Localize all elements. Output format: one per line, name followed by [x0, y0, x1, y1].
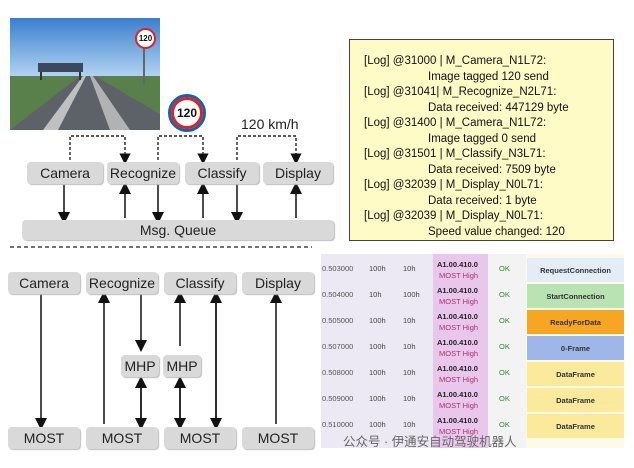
trace-tag: MOST High: [439, 349, 479, 358]
trace-event: RequestConnection: [527, 258, 624, 282]
trace-event: StartConnection: [527, 284, 624, 308]
most-box-recognize: MOST: [86, 427, 158, 449]
log-line: [Log] @31400 | M_Camera_N1L72:: [364, 117, 547, 129]
mhp-box-recognize: MHP: [121, 355, 159, 377]
trace-event: DataFrame: [527, 362, 624, 386]
top-classify-box: Classify: [185, 162, 259, 184]
trace-status: OK: [499, 420, 510, 429]
trace-status: OK: [499, 264, 510, 273]
watermark: 公众号 · 伊通安自动驾驶机器人: [343, 435, 517, 449]
trace-id: A1.00.410.0: [437, 364, 478, 373]
trace-dest: 10h: [403, 420, 416, 429]
trace-time: 0.510000: [322, 420, 354, 429]
most-box-display: MOST: [242, 427, 314, 449]
trace-dest: 10h: [403, 342, 416, 351]
trace-event: 0-Frame: [527, 336, 624, 360]
trace-status: OK: [499, 290, 510, 299]
message-queue-box: Msg. Queue: [22, 220, 334, 240]
trace-col-bg-ok: [488, 254, 526, 448]
trace-dest: 10h: [403, 316, 416, 325]
trace-time: 0.505000: [322, 316, 354, 325]
trace-event: DataFrame: [527, 414, 624, 438]
trace-dest: 10h: [403, 264, 416, 273]
trace-id: A1.00.410.0: [437, 260, 478, 269]
log-line: Data received: 7509 byte: [428, 163, 556, 176]
trace-dest: 10h: [403, 368, 416, 377]
speed-sign-photo-value: 120: [138, 34, 153, 43]
trace-status: OK: [499, 394, 510, 403]
bottom-recognize-box: Recognize: [86, 272, 158, 294]
trace-source: 100h: [369, 420, 386, 429]
log-line: [Log] @32039 | M_Display_N0L71:: [364, 210, 543, 222]
trace-tag: MOST High: [439, 271, 479, 280]
trace-source: 10h: [369, 290, 382, 299]
trace-tag: MOST High: [439, 375, 479, 384]
road-photo: [10, 18, 160, 130]
bottom-camera-box: Camera: [8, 272, 80, 294]
speed-sign-classified-value: 120: [176, 106, 198, 120]
trace-dest: 10h: [403, 394, 416, 403]
trace-status: OK: [499, 342, 510, 351]
trace-id: A1.00.410.0: [437, 286, 478, 295]
log-line: Speed value changed: 120: [428, 225, 565, 238]
trace-source: 100h: [369, 368, 386, 377]
trace-col-bg-left: [321, 254, 433, 448]
most-box-camera: MOST: [8, 427, 80, 449]
trace-time: 0.503000: [322, 264, 354, 273]
log-line: [Log] @31041| M_Recognize_N2L71:: [364, 86, 557, 98]
log-line: [Log] @32039 | M_Display_N0L71:: [364, 179, 543, 191]
trace-tag: MOST High: [439, 427, 479, 436]
top-recognize-box: Recognize: [107, 162, 179, 184]
trace-time: 0.509000: [322, 394, 354, 403]
mhp-box-classify: MHP: [163, 355, 201, 377]
trace-source: 100h: [369, 264, 386, 273]
log-line: [Log] @31000 | M_Camera_N1L72:: [364, 55, 547, 67]
trace-id: A1.00.410.0: [437, 416, 478, 425]
log-line: Image tagged 0 send: [428, 132, 537, 145]
trace-event: ReadyForData: [527, 310, 624, 334]
bottom-display-box: Display: [242, 272, 314, 294]
speed-label: 120 km/h: [241, 116, 299, 132]
trace-source: 100h: [369, 342, 386, 351]
trace-status: OK: [499, 368, 510, 377]
trace-time: 0.504000: [322, 290, 354, 299]
speed-sign-photo: 120: [135, 28, 156, 49]
trace-tag: MOST High: [439, 401, 479, 410]
trace-time: 0.508000: [322, 368, 354, 377]
trace-source: 100h: [369, 394, 386, 403]
trace-id: A1.00.410.0: [437, 312, 478, 321]
log-panel: [Log] @31000 | M_Camera_N1L72: Image tagg…: [349, 39, 614, 241]
trace-source: 100h: [369, 316, 386, 325]
trace-id: A1.00.410.0: [437, 390, 478, 399]
trace-time: 0.507000: [322, 342, 354, 351]
top-display-box: Display: [263, 162, 333, 184]
trace-tag: MOST High: [439, 297, 479, 306]
log-line: [Log] @31501 | M_Classify_N3L71:: [364, 148, 546, 160]
road-image: [10, 18, 160, 130]
trace-event: DataFrame: [527, 388, 624, 412]
trace-dest: 100h: [403, 290, 420, 299]
log-line: Image tagged 120 send: [428, 70, 549, 83]
log-line: Data received: 447129 byte: [428, 101, 569, 114]
bottom-classify-box: Classify: [164, 272, 236, 294]
trace-status: OK: [499, 316, 510, 325]
most-box-classify: MOST: [164, 427, 236, 449]
log-line: Data received: 1 byte: [428, 194, 537, 207]
trace-col-bg-id: [433, 254, 488, 448]
top-camera-box: Camera: [27, 162, 103, 184]
speed-sign-classified: 120: [168, 94, 206, 132]
trace-id: A1.00.410.0: [437, 338, 478, 347]
trace-tag: MOST High: [439, 323, 479, 332]
